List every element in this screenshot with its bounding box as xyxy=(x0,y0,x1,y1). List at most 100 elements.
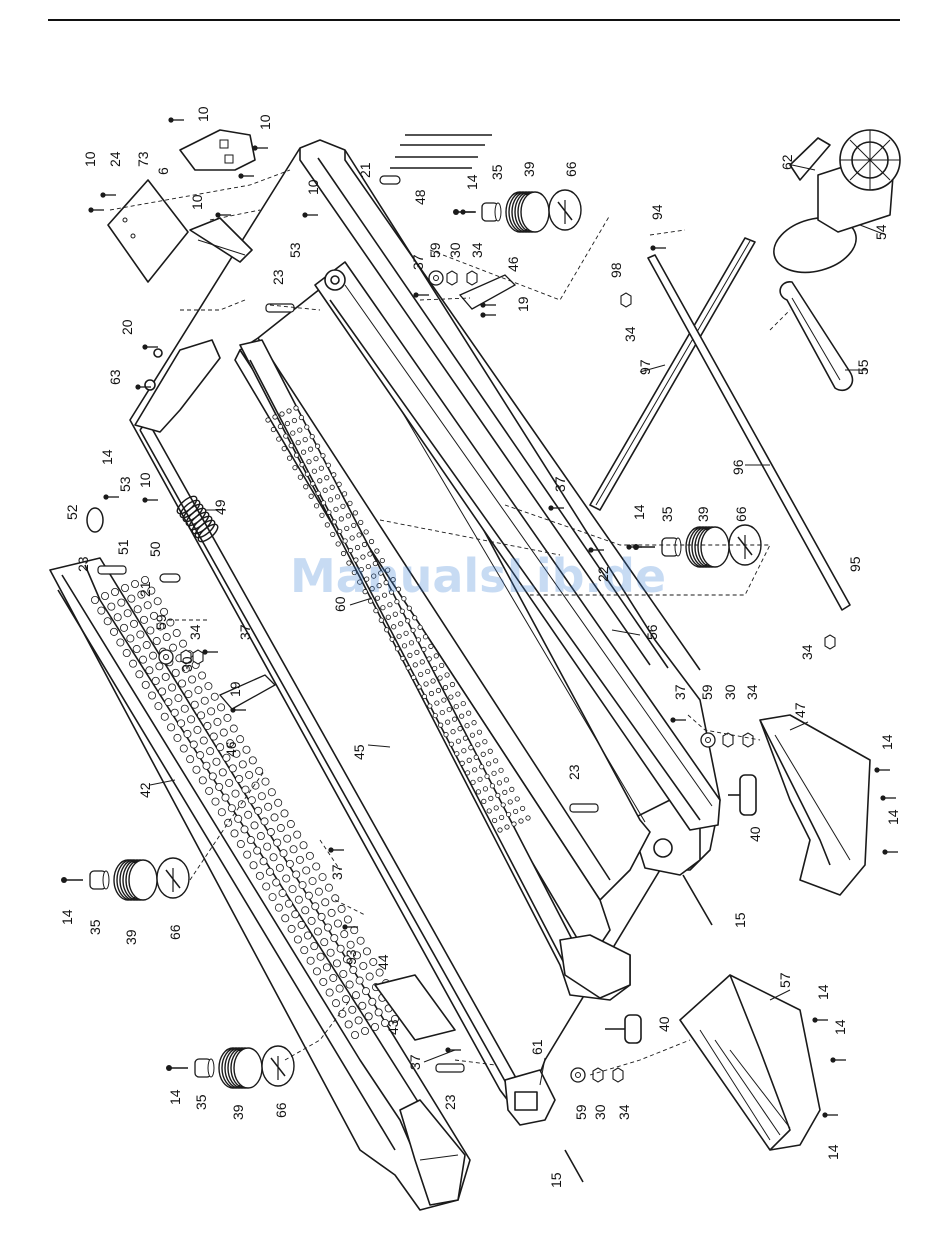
rail-hole xyxy=(175,694,182,701)
rail-hole xyxy=(327,510,331,514)
rail-hole xyxy=(445,673,449,677)
rail-hole xyxy=(252,782,259,789)
screw-head xyxy=(328,847,333,852)
rail-hole xyxy=(359,520,363,524)
rail-hole xyxy=(323,964,330,971)
rail-hole xyxy=(224,714,231,721)
callout-label: 63 xyxy=(107,369,123,385)
rail-hole xyxy=(133,645,140,652)
rail-hole xyxy=(401,656,405,660)
rail-hole xyxy=(339,517,343,521)
rail-hole xyxy=(300,842,307,849)
rail-hole xyxy=(340,970,347,977)
callout-label: 24 xyxy=(107,151,123,167)
leveling-foot-upper xyxy=(728,775,756,815)
rail-hole xyxy=(299,881,306,888)
rail-hole xyxy=(355,1017,362,1024)
bolt-23 xyxy=(436,1064,464,1072)
rail-hole xyxy=(203,762,210,769)
rail-hole xyxy=(197,752,204,759)
rail-hole xyxy=(178,680,185,687)
callout-label: 37 xyxy=(672,684,688,700)
rail-hole xyxy=(326,989,333,996)
rail-hole xyxy=(296,856,303,863)
bolts-48 xyxy=(390,135,492,168)
rail-hole xyxy=(439,663,443,667)
rail-hole xyxy=(300,462,304,466)
rail-hole xyxy=(110,628,117,635)
rail-hole xyxy=(526,816,530,820)
rail-hole xyxy=(277,437,281,441)
callout-label: 96 xyxy=(730,459,746,475)
rail-hole xyxy=(432,666,436,670)
rail-hole xyxy=(483,787,487,791)
rail-hole xyxy=(420,660,424,664)
rail-hole xyxy=(260,858,267,865)
callout-label: 34 xyxy=(799,644,815,660)
rail-hole xyxy=(362,542,366,546)
rail-hole xyxy=(258,793,265,800)
end-cap-47 xyxy=(760,715,870,895)
rail-hole xyxy=(232,790,239,797)
rail-hole xyxy=(313,968,320,975)
rail-hole xyxy=(148,692,155,699)
rail-hole xyxy=(474,755,478,759)
rail-hole xyxy=(338,529,342,533)
callout-label: 62 xyxy=(779,154,795,170)
motor-plate-73 xyxy=(108,180,188,282)
callout-label: 23 xyxy=(270,269,286,285)
spacer-end xyxy=(208,1059,214,1077)
rail-hole xyxy=(174,734,181,741)
rail-hole xyxy=(204,722,211,729)
rail-hole xyxy=(294,936,301,943)
rail-hole xyxy=(162,673,169,680)
rail-hole xyxy=(134,606,141,613)
callout-label: 30 xyxy=(722,684,738,700)
rail-hole xyxy=(231,830,238,837)
rail-hole xyxy=(325,523,329,527)
callout-label: 30 xyxy=(447,242,463,258)
rail-hole xyxy=(184,730,191,737)
rail-hole xyxy=(267,828,274,835)
spring-coil xyxy=(234,1048,262,1088)
rail-hole xyxy=(130,620,137,627)
callout-label: 39 xyxy=(521,161,537,177)
rail-hole xyxy=(470,733,474,737)
rail-hole xyxy=(364,530,368,534)
spring-39 xyxy=(506,192,549,232)
rail-hole xyxy=(243,746,250,753)
callout-label: 34 xyxy=(469,242,485,258)
callout-label: 59 xyxy=(573,1104,589,1120)
rail-hole xyxy=(345,1021,352,1028)
rail-hole xyxy=(463,736,467,740)
rail-hole xyxy=(104,618,111,625)
rail-hole xyxy=(230,725,237,732)
rail-hole xyxy=(144,602,151,609)
rail-hole xyxy=(142,681,149,688)
rail-hole xyxy=(462,749,466,753)
callout-label: 59 xyxy=(153,614,169,630)
rail-hole xyxy=(255,807,262,814)
rail-hole xyxy=(205,682,212,689)
rail-hole xyxy=(476,743,480,747)
rail-hole xyxy=(326,463,330,467)
rail-hole xyxy=(492,818,496,822)
rail-hole xyxy=(114,614,121,621)
rail-hole xyxy=(280,850,287,857)
rail-hole xyxy=(390,637,394,641)
rail-hole xyxy=(346,981,353,988)
rail-hole xyxy=(195,686,202,693)
rail-hole xyxy=(418,625,422,629)
rail-hole xyxy=(476,790,480,794)
rail-hole xyxy=(342,492,346,496)
rail-hole xyxy=(402,644,406,648)
rail-hole xyxy=(146,667,153,674)
rail-hole xyxy=(386,615,390,619)
rail-hole xyxy=(117,639,124,646)
nut xyxy=(613,1068,623,1082)
rail-hole xyxy=(310,434,314,438)
rail-hole xyxy=(198,672,205,679)
rail-hole xyxy=(292,911,299,918)
rail-hole xyxy=(348,501,352,505)
